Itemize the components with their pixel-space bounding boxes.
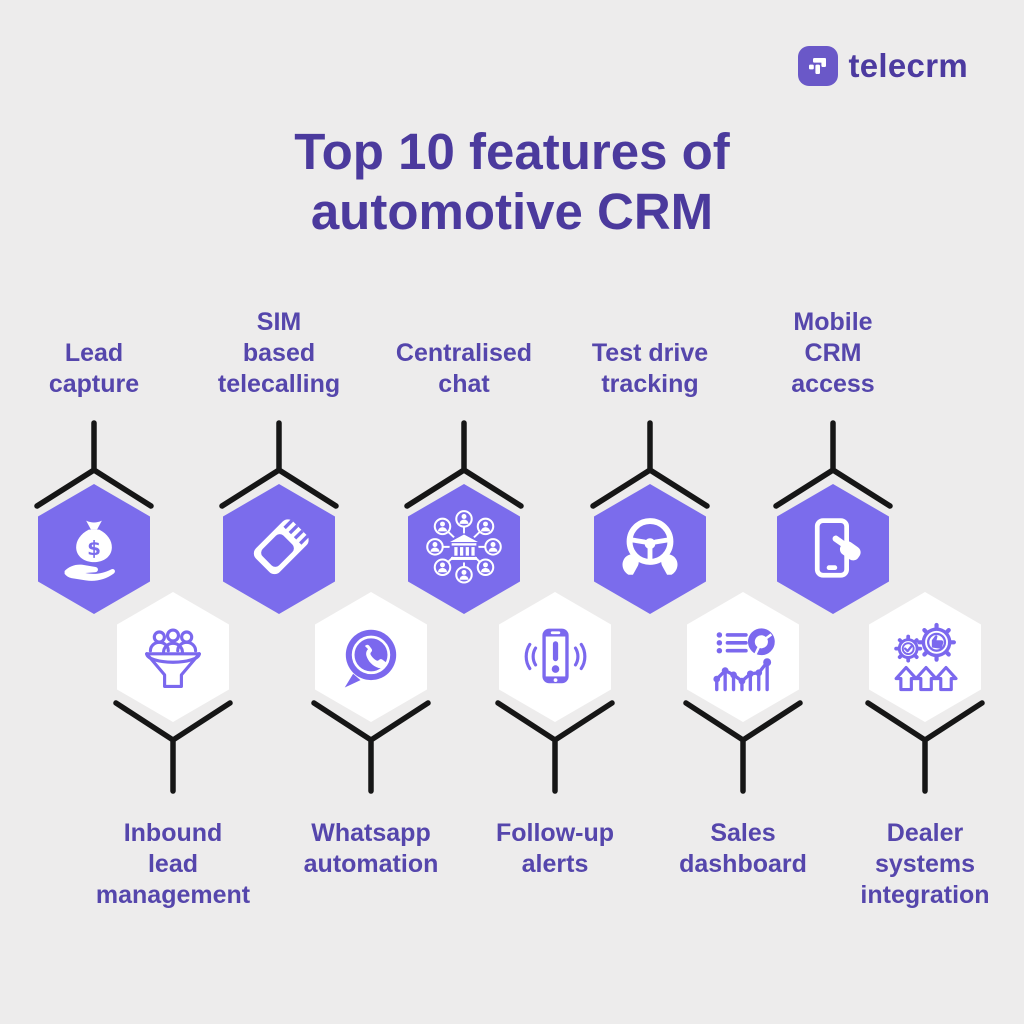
feature-label: SIM based telecalling bbox=[217, 308, 341, 398]
logo-text: telecrm bbox=[848, 47, 968, 84]
telecrm-logo-icon bbox=[798, 46, 839, 86]
connector-line bbox=[865, 700, 985, 794]
connector-line bbox=[773, 420, 893, 509]
feature-label: Follow-up alerts bbox=[495, 819, 615, 878]
hexagon bbox=[594, 484, 706, 614]
gears-integration-icon bbox=[894, 622, 958, 692]
feature-label: Lead capture bbox=[48, 339, 140, 398]
connector-line bbox=[34, 420, 154, 509]
mobile-touch-icon bbox=[814, 518, 861, 578]
sim-card-icon bbox=[253, 519, 309, 575]
connector-line bbox=[404, 420, 524, 509]
hexagon bbox=[777, 484, 889, 614]
logo: telecrm bbox=[798, 46, 968, 86]
steering-wheel-hands-icon bbox=[622, 518, 678, 575]
connector-line bbox=[683, 700, 803, 794]
feature-label: Mobile CRM access bbox=[791, 308, 875, 398]
feature-label: Test drive tracking bbox=[591, 339, 709, 398]
sales-dashboard-icon bbox=[713, 628, 775, 692]
connector-line bbox=[495, 700, 615, 794]
connector-line bbox=[113, 700, 233, 794]
hexagon bbox=[315, 592, 427, 722]
feature-label: Sales dashboard bbox=[679, 819, 807, 878]
feature-label: Whatsapp automation bbox=[303, 819, 439, 878]
money-bag-hand-icon: $ bbox=[64, 520, 115, 581]
connector-line bbox=[590, 420, 710, 509]
svg-text:$: $ bbox=[87, 536, 101, 560]
hexagon bbox=[687, 592, 799, 722]
page-title: Top 10 features of automotive CRM bbox=[294, 123, 730, 241]
connector-line bbox=[219, 420, 339, 509]
whatsapp-icon bbox=[344, 629, 397, 688]
feature-label: Inbound lead management bbox=[95, 819, 251, 909]
network-hub-icon bbox=[426, 510, 502, 584]
feature-label: Dealer systems integration bbox=[860, 819, 990, 909]
hexagon bbox=[117, 592, 229, 722]
feature-label: Centralised chat bbox=[395, 339, 533, 398]
hexagon bbox=[499, 592, 611, 722]
phone-alert-icon bbox=[524, 628, 587, 684]
lead-funnel-icon bbox=[145, 628, 201, 688]
connector-line bbox=[311, 700, 431, 794]
hexagon bbox=[869, 592, 981, 722]
